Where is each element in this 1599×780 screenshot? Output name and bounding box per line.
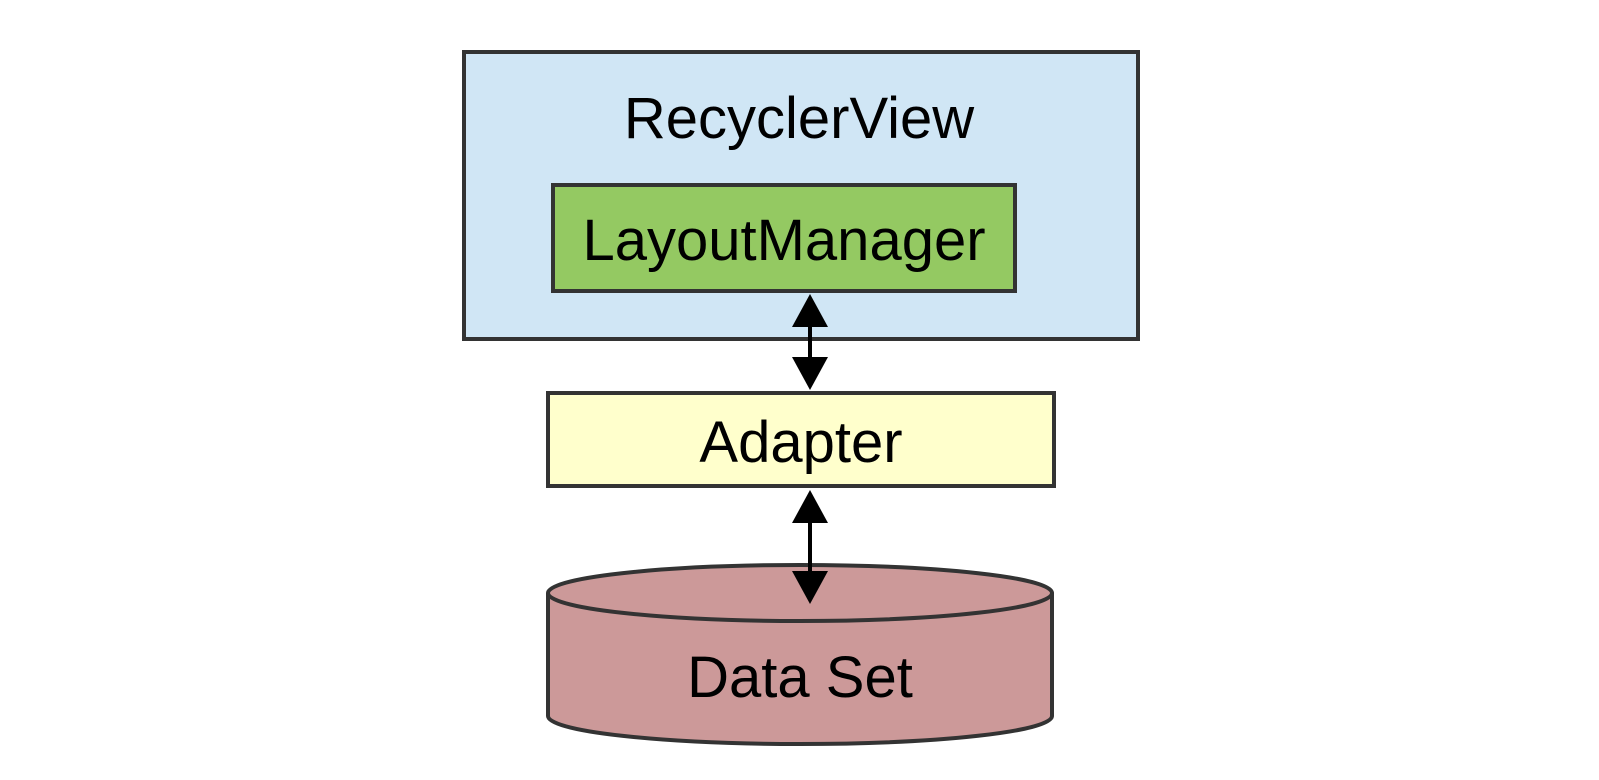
arrow-adapter-dataset: [792, 490, 828, 604]
arrowhead-down-icon: [792, 571, 828, 604]
adapter-label: Adapter: [699, 410, 903, 476]
layoutmanager-box: [551, 183, 1017, 293]
dataset-cylinder-top-rim: [546, 592, 1054, 623]
adapter-box: [546, 391, 1056, 488]
dataset-label: Data Set: [687, 645, 913, 711]
recyclerview-label: RecyclerView: [623, 86, 975, 152]
arrowhead-down-icon: [792, 357, 828, 390]
layoutmanager-label: LayoutManager: [582, 208, 986, 274]
arrowhead-up-icon: [792, 490, 828, 523]
